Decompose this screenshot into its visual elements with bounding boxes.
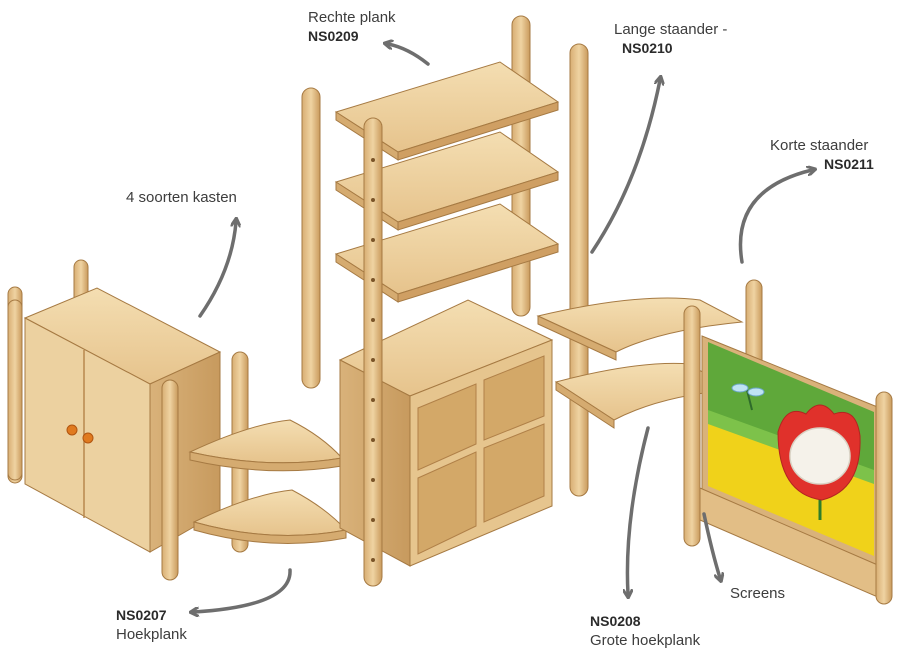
screen-yellow	[708, 420, 874, 556]
label-grote-hoekplank: NS0208 Grote hoekplank	[590, 612, 700, 650]
tall-post-front	[363, 117, 383, 587]
large-corner-shelf-upper-edge	[537, 315, 617, 361]
arrow-icon	[738, 170, 812, 264]
mirror-icon	[789, 427, 851, 485]
label-screens-name: Screens	[730, 585, 786, 602]
corner-shelf-small	[161, 351, 347, 581]
label-grote-hoekplank-code: NS0208	[590, 613, 641, 629]
screen-post-left	[683, 305, 701, 547]
cabinet	[7, 259, 222, 553]
label-lange-staander: Lange staander - NS0210	[614, 20, 727, 58]
screen-post-right	[875, 391, 893, 605]
knob-icon	[82, 432, 94, 444]
cube-cell-2	[483, 355, 545, 441]
label-korte-staander-name: Korte staander	[770, 137, 869, 154]
arrow-icon	[388, 44, 430, 66]
tall-post-back-left	[301, 87, 321, 389]
label-kasten-name: 4 soorten kasten	[126, 189, 237, 206]
cube-cell-4	[483, 423, 545, 523]
label-screens: Screens	[730, 584, 785, 603]
arrow-icon	[198, 222, 236, 318]
label-hoekplank-code: NS0207	[116, 607, 167, 623]
screen-panel	[683, 279, 893, 605]
corner-shelf-lower-edge	[193, 521, 347, 544]
cube-cell-1	[417, 383, 477, 471]
label-rechte-plank-code: NS0209	[308, 28, 359, 44]
label-lange-staander-name: Lange staander -	[614, 21, 728, 38]
label-korte-staander-code: NS0211	[824, 156, 874, 172]
long-upright	[569, 43, 589, 497]
cabinet-post-front-left	[7, 299, 23, 481]
label-hoekplank-name: Hoekplank	[116, 626, 187, 643]
arrow-icon	[194, 568, 292, 612]
post-holes	[371, 158, 375, 562]
tulip-icon	[777, 404, 861, 520]
large-corner-shelf-lower-edge	[555, 381, 615, 429]
label-kasten: 4 soorten kasten	[126, 188, 237, 207]
straight-shelf-1-front	[397, 101, 559, 161]
label-rechte-plank-name: Rechte plank	[308, 9, 396, 26]
dragonfly-icon	[731, 383, 765, 411]
straight-shelf-2-front	[397, 171, 559, 231]
corner-post-front	[161, 379, 179, 581]
knob-icon	[66, 424, 78, 436]
arrow-icon	[627, 426, 650, 594]
arrow-icon	[702, 512, 720, 578]
arrows	[194, 44, 812, 612]
label-lange-staander-code: NS0210	[622, 40, 673, 56]
tall-shelf-unit	[301, 15, 560, 587]
cube-cell-3	[417, 451, 477, 555]
label-hoekplank: NS0207 Hoekplank	[116, 606, 187, 644]
label-grote-hoekplank-name: Grote hoekplank	[590, 632, 701, 649]
label-rechte-plank: Rechte plank NS0209	[308, 8, 396, 46]
arrow-icon	[590, 80, 660, 254]
straight-shelf-3-front	[397, 243, 559, 303]
label-korte-staander: Korte staander NS0211	[770, 136, 874, 174]
